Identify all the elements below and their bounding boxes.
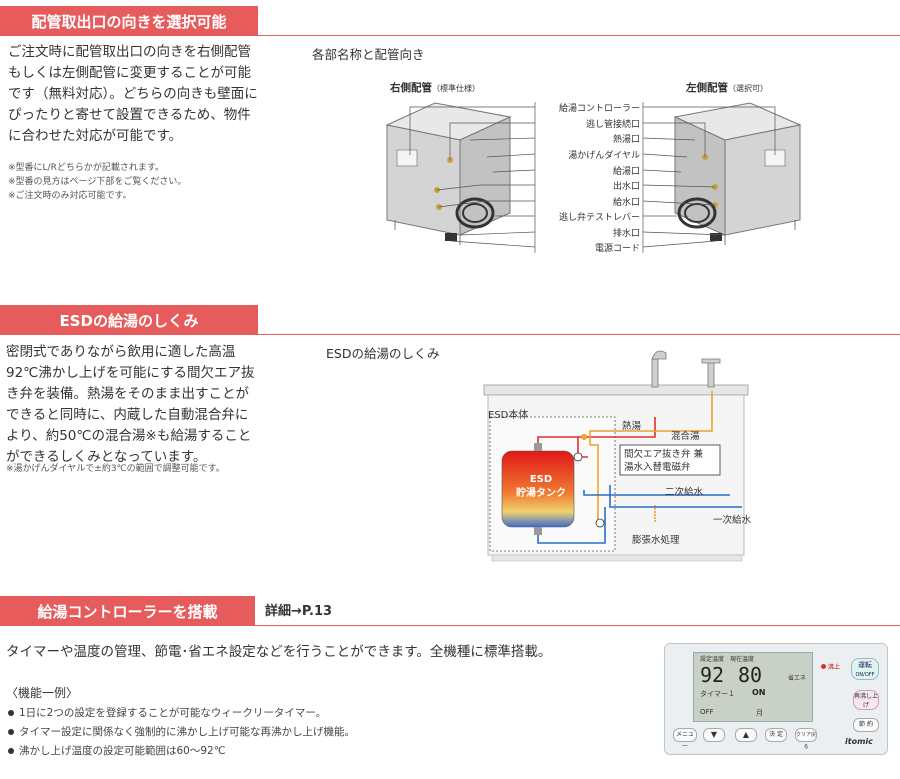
chevron-up-icon: ▲ <box>742 730 750 739</box>
esd-note: ※湯かげんダイヤルで±約3℃の範囲で調整可能です。 <box>6 464 225 474</box>
esd-body-label: ESD本体 <box>488 410 529 421</box>
brand-logo: itomic <box>845 737 873 746</box>
lcd-cur-temp: 80 <box>738 663 763 687</box>
feature-item: タイマー設定に関係なく強制的に沸かし上げ可能な再沸かし上げ機能。 <box>8 724 355 739</box>
features-title: 〈機能一例〉 <box>6 686 79 700</box>
set-temp-label: 設定温度 <box>700 656 725 663</box>
run-label: 運転 <box>858 661 872 669</box>
up-button[interactable]: ▲ <box>735 728 757 742</box>
note-line: ※型番の見方はページ下部をご覧ください。 <box>8 177 187 187</box>
tank-label: ESD 貯湯タンク <box>506 473 576 501</box>
feature-text: 沸かし上げ温度の設定可能範囲は60～92℃ <box>19 745 226 757</box>
down-button[interactable]: ▼ <box>703 728 725 742</box>
save-button[interactable]: 節 約 <box>853 718 879 732</box>
right-label-text: 右側配管 <box>390 82 432 94</box>
unit-left <box>673 102 802 245</box>
secondary-supply-label: 二次給水 <box>665 487 704 498</box>
piping-body: ご注文時に配管取出口の向きを右側配管もしくは左側配管に変更することが可能です（無… <box>8 44 258 144</box>
cold-line <box>537 485 742 544</box>
part-label: 給水口 <box>612 198 640 208</box>
part-label: 給湯コントローラー <box>558 104 640 114</box>
part-label: 給湯口 <box>612 167 640 177</box>
lcd-eco: 省エネ <box>788 675 807 682</box>
clear-button[interactable]: クリア戻る <box>795 728 817 750</box>
lcd-set-temp: 92 <box>700 663 725 687</box>
feature-item: 1日に2つの設定を登録することが可能なウィークリータイマー。 <box>8 705 326 720</box>
esd-diagram-title: ESDの給湯のしくみ <box>326 346 440 361</box>
part-label: 湯かげんダイヤル <box>568 151 640 161</box>
faucet-icon <box>651 350 721 388</box>
left-piping-label: 左側配管（選択可） <box>686 80 768 95</box>
header-rule <box>0 334 900 335</box>
lcd-day: 月 <box>756 709 763 717</box>
right-label-sub: （標準仕様） <box>432 84 480 93</box>
note-line: ※ご注文時のみ対応可能です。 <box>8 191 132 201</box>
left-label-sub: （選択可） <box>728 84 768 93</box>
valve-label-line: 間欠エア抜き弁 兼 <box>624 449 704 460</box>
expansion-label: 膨張水処理 <box>632 535 680 546</box>
bullet-icon <box>8 710 14 716</box>
lamp-label: 沸上 <box>828 664 841 671</box>
primary-supply-label: 一次給水 <box>713 515 752 526</box>
section-title: 給湯コントローラーを搭載 <box>0 596 255 626</box>
feature-item: 沸かし上げ温度の設定可能範囲は60～92℃ <box>8 743 226 758</box>
run-sub: ON/OFF <box>855 672 875 678</box>
part-label: 逃し弁テストレバー <box>558 213 640 223</box>
part-label: 逃し管接続口 <box>585 120 640 130</box>
heat-lamp: 沸上 <box>821 662 840 671</box>
tank-label-line: ESD <box>529 474 553 485</box>
lcd-timer-label: タイマー１ <box>700 690 735 698</box>
part-label: 熱湯口 <box>612 135 640 145</box>
part-label: 電源コード <box>594 244 640 254</box>
lamp-icon <box>821 664 826 669</box>
part-label: 出水口 <box>612 182 640 192</box>
hot-label: 熱湯 <box>622 421 642 432</box>
enter-button[interactable]: 決 定 <box>765 728 787 742</box>
controller-body: タイマーや温度の管理、節電･省エネ設定などを行うことができます。全機種に標準搭載… <box>6 644 552 660</box>
menu-button[interactable]: メニュー <box>673 728 697 750</box>
bullet-icon <box>8 729 14 735</box>
esd-body: 密閉式でありながら飲用に適した高温92℃沸かし上げを可能にする間欠エア抜き弁を装… <box>6 344 255 465</box>
feature-text: タイマー設定に関係なく強制的に沸かし上げ可能な再沸かし上げ機能。 <box>19 726 355 738</box>
cur-temp-label: 現在温度 <box>730 656 755 663</box>
esd-diagram <box>483 350 749 562</box>
right-piping-label: 右側配管（標準仕様） <box>390 80 480 95</box>
detail-link[interactable]: 詳細→P.13 <box>265 604 333 619</box>
controller-panel: 設定温度 現在温度 92 80 省エネ タイマー１ ON OFF 月 沸上 運転… <box>664 643 888 755</box>
valve-label-line: 湯水入替電磁弁 <box>624 462 691 473</box>
valve-label: 間欠エア抜き弁 兼 湯水入替電磁弁 <box>624 448 703 474</box>
mixed-label: 混合湯 <box>671 431 700 442</box>
section-title: ESDの給湯のしくみ <box>0 305 258 335</box>
bullet-icon <box>8 748 14 754</box>
piping-illustration <box>385 102 802 253</box>
part-label: 排水口 <box>612 229 640 239</box>
reheat-button[interactable]: 再沸し上げ <box>853 690 879 710</box>
unit-right <box>385 102 512 245</box>
feature-text: 1日に2つの設定を登録することが可能なウィークリータイマー。 <box>19 707 327 719</box>
reheat-label: 再沸し上げ <box>854 693 879 709</box>
section-header-controller: 給湯コントローラーを搭載 <box>0 596 900 626</box>
tick-marks <box>534 102 644 253</box>
header-rule <box>0 35 900 36</box>
chevron-down-icon: ▼ <box>710 730 718 739</box>
section-title: 配管取出口の向きを選択可能 <box>0 6 258 36</box>
tank-label-line: 貯湯タンク <box>516 488 566 499</box>
left-label-text: 左側配管 <box>686 82 728 94</box>
leader-lines <box>409 106 776 248</box>
section-header-piping: 配管取出口の向きを選択可能 <box>0 6 900 36</box>
lcd-screen: 設定温度 現在温度 92 80 省エネ タイマー１ ON OFF 月 <box>693 652 813 722</box>
section-header-esd: ESDの給湯のしくみ <box>0 305 900 335</box>
lcd-temp-labels: 設定温度 現在温度 <box>700 654 754 663</box>
piping-notes: ※型番にL/Rどちらかが記載されます。 ※型番の見方はページ下部をご覧ください。… <box>8 161 260 203</box>
header-rule <box>0 625 900 626</box>
lcd-off: OFF <box>700 708 714 716</box>
run-button[interactable]: 運転 ON/OFF <box>851 658 879 680</box>
note-line: ※型番にL/Rどちらかが記載されます。 <box>8 163 164 173</box>
lcd-timer-state: ON <box>752 688 766 697</box>
piping-diagram-title: 各部名称と配管向き <box>312 47 425 62</box>
